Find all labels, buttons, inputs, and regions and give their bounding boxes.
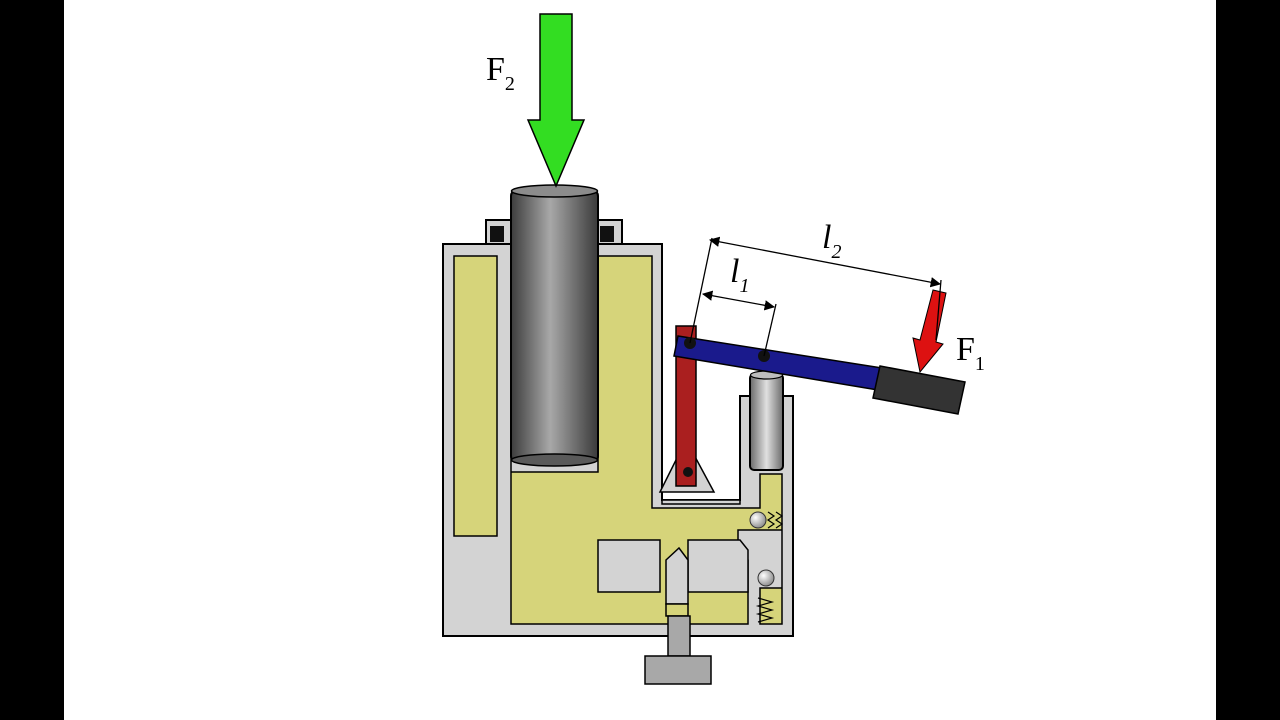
lever-link <box>675 325 697 487</box>
force-large-arrow <box>526 13 586 188</box>
force-large-label: F2 <box>486 51 515 95</box>
force-small-label: F1 <box>956 331 985 375</box>
force-small-arrow <box>912 289 947 374</box>
arm-long-label: l2 <box>822 219 841 263</box>
lever-handle <box>872 365 966 415</box>
dimension-l2-line <box>708 236 942 288</box>
valve-blocks <box>597 499 749 593</box>
hydraulic-fluid <box>453 255 783 625</box>
small-piston <box>749 370 784 471</box>
large-piston <box>490 184 614 467</box>
check-valve-upper <box>749 511 784 529</box>
check-valve-lower <box>755 569 775 623</box>
dimension-l1-line <box>701 290 776 311</box>
release-valve <box>644 546 712 685</box>
arm-short-label: l1 <box>730 253 749 297</box>
dimension-lines <box>689 236 942 357</box>
